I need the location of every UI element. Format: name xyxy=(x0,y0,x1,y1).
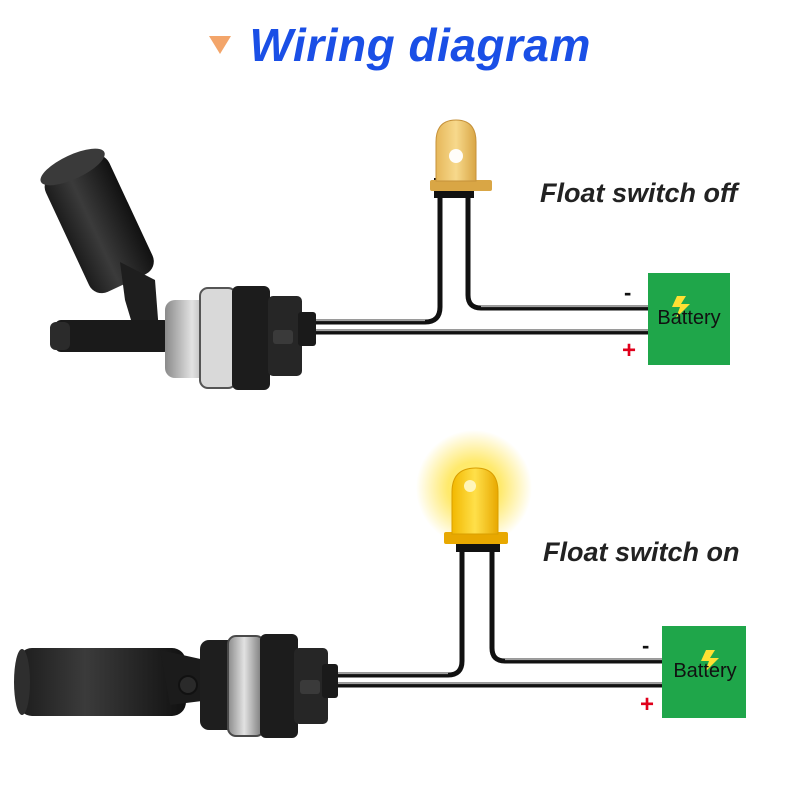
wire-highlights-off xyxy=(312,305,648,332)
state-label-on: Float switch on xyxy=(543,537,740,567)
lightning-icon xyxy=(672,296,690,318)
float-switch-icon xyxy=(14,634,338,738)
battery-label: Battery xyxy=(657,307,720,329)
led-lamp-icon xyxy=(444,467,508,552)
wires-on xyxy=(335,545,662,688)
panel-on: Battery - + xyxy=(14,430,746,738)
battery-icon: Battery xyxy=(648,273,730,365)
led-lamp-icon xyxy=(430,119,492,198)
battery-negative-label: - xyxy=(642,633,649,658)
battery-positive-label: + xyxy=(640,691,654,718)
triangle-down-icon xyxy=(209,36,232,54)
battery-negative-label: - xyxy=(624,280,631,305)
lightning-icon xyxy=(701,650,719,672)
wire-highlights-on xyxy=(335,658,662,685)
panel-off: Battery - + xyxy=(40,119,730,390)
float-switch-icon xyxy=(40,148,316,390)
title-row: Wiring diagram xyxy=(0,18,800,72)
wires-off xyxy=(312,195,648,335)
battery-icon: Battery xyxy=(662,626,746,718)
battery-positive-label: + xyxy=(622,337,636,364)
page-title: Wiring diagram xyxy=(249,19,591,71)
battery-label: Battery xyxy=(673,660,736,682)
state-label-off: Float switch off xyxy=(540,178,738,208)
